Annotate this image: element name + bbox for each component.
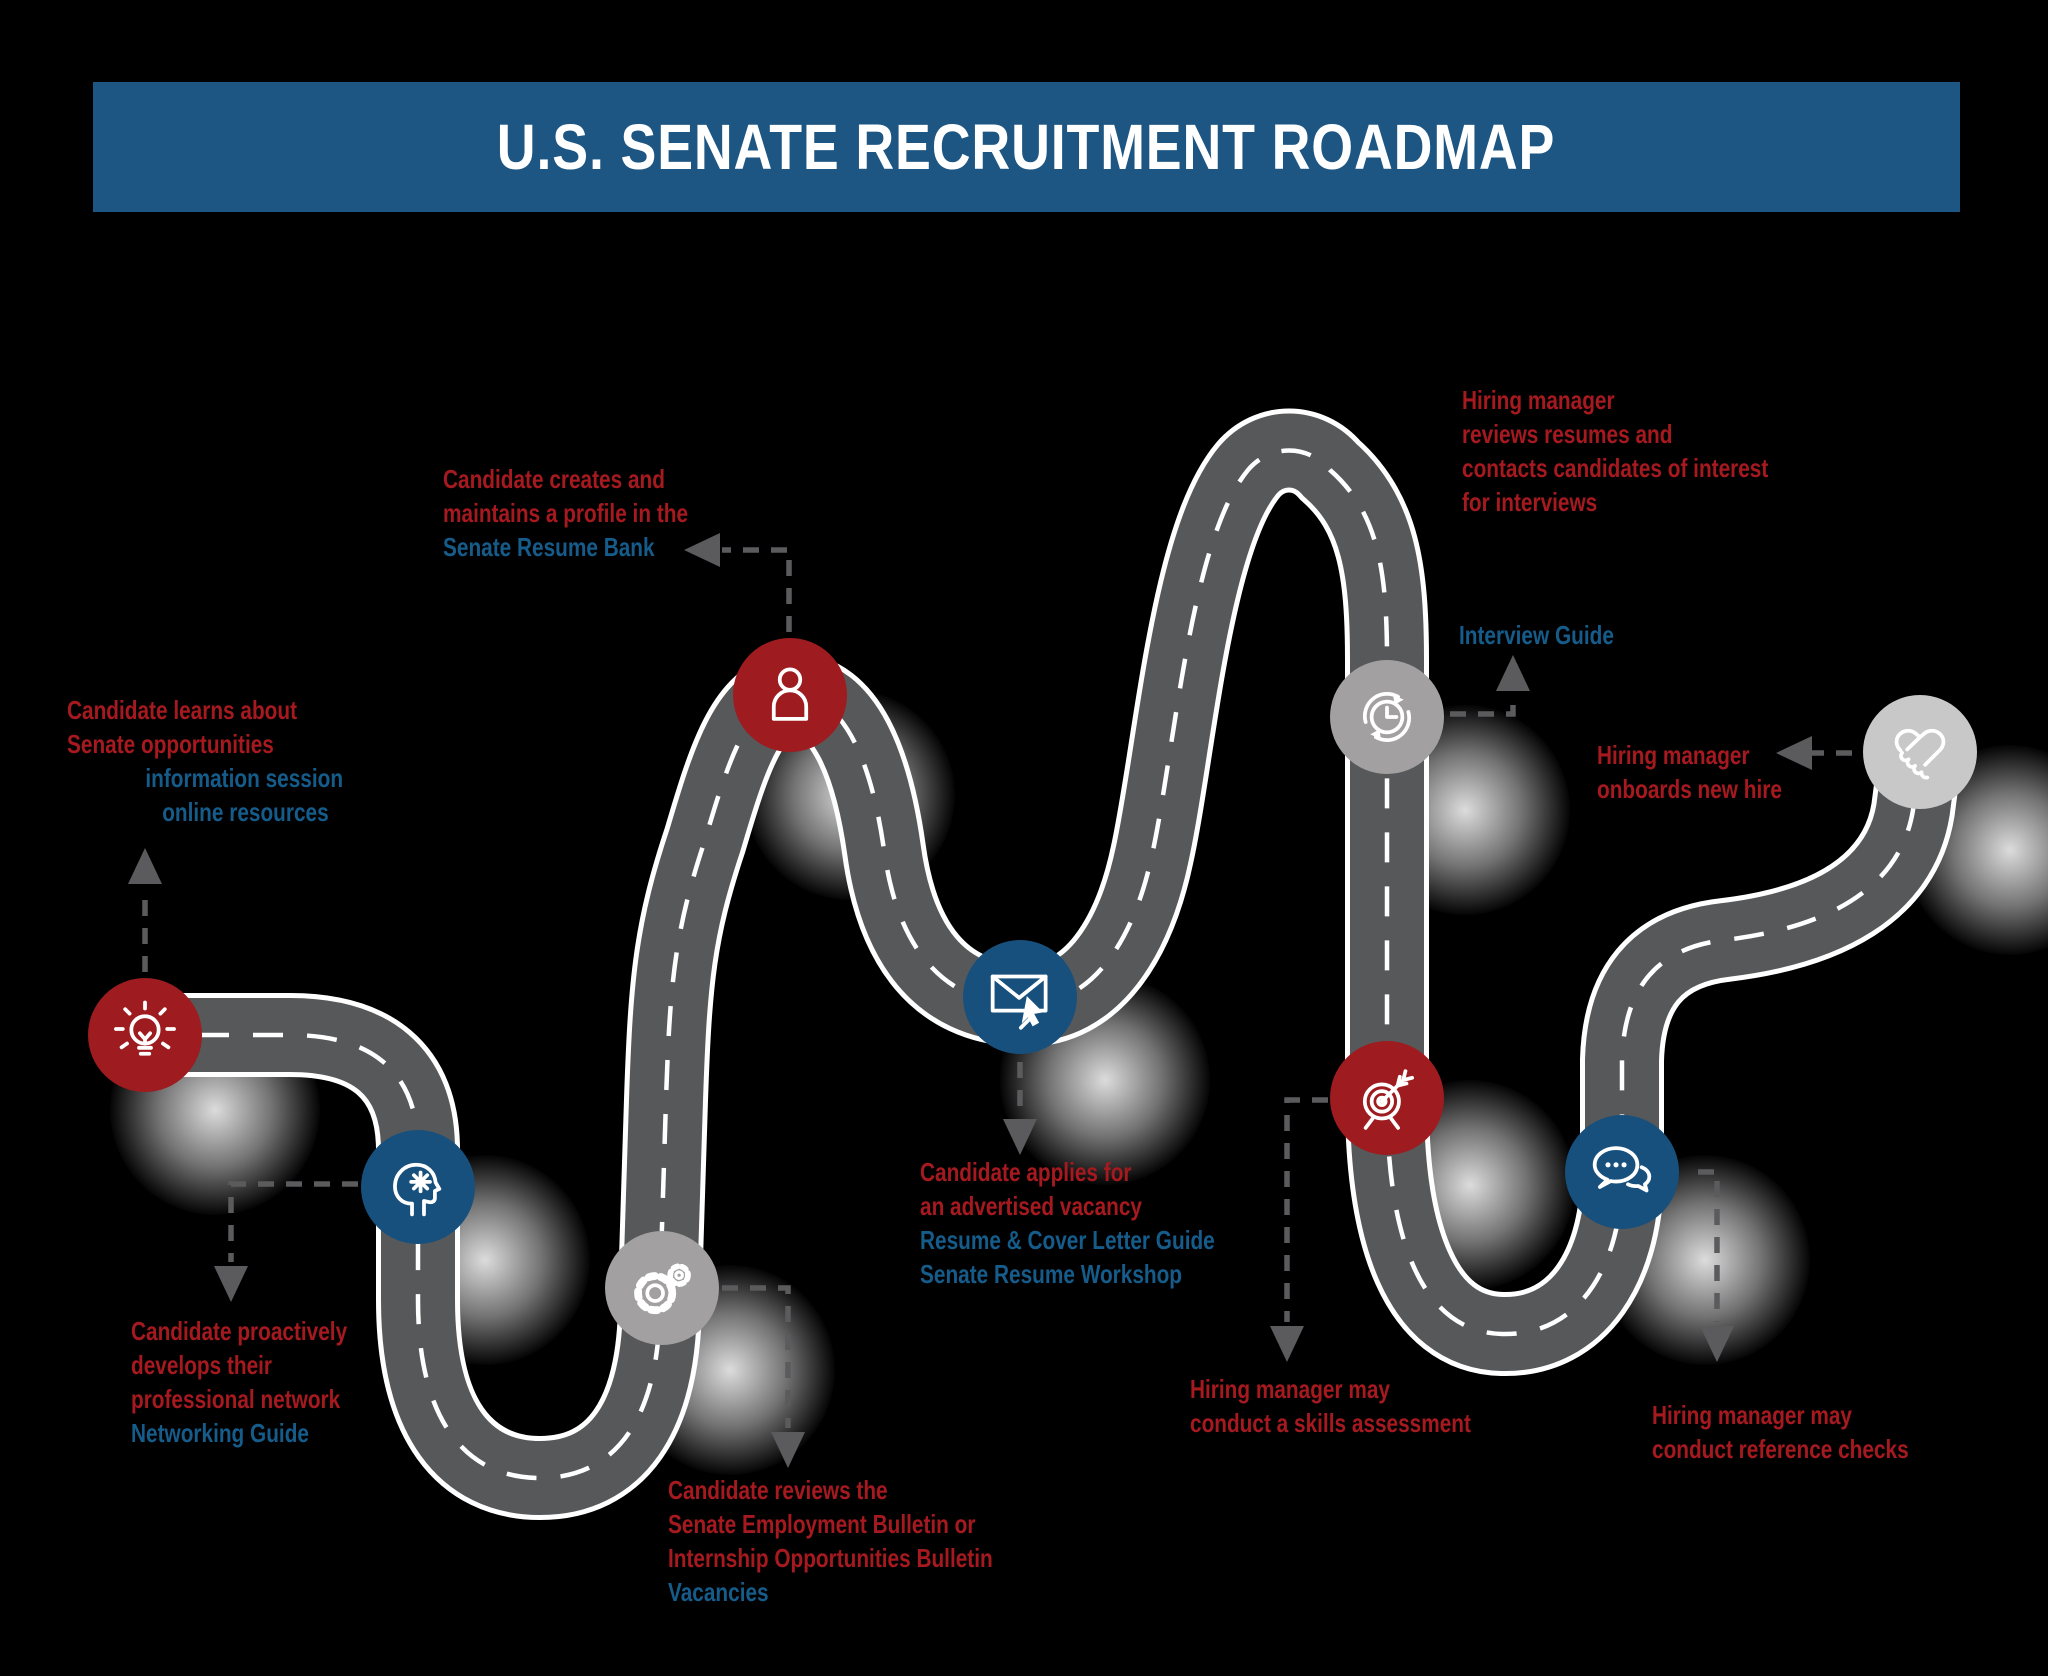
arrowhead-down — [214, 1266, 248, 1302]
annotation-skills: Hiring manager may conduct a skills asse… — [1190, 1372, 1471, 1440]
arrowhead-down — [1700, 1326, 1734, 1362]
annotation-hm-reviews: Hiring manager reviews resumes and conta… — [1462, 383, 1768, 519]
head-idea-icon — [393, 1162, 442, 1217]
connector-interview-guide — [1450, 697, 1516, 717]
step-node-2 — [361, 1130, 475, 1244]
annotation-text: conduct reference checks — [1652, 1434, 1909, 1464]
annotation-text: for interviews — [1462, 487, 1598, 517]
arrowhead-down — [1270, 1326, 1304, 1362]
annotation-bulletin: Candidate reviews the Senate Employment … — [668, 1473, 993, 1609]
annotation-text: Internship Opportunities Bulletin — [668, 1543, 993, 1573]
step-node-3 — [605, 1231, 719, 1345]
annotation-link[interactable]: online resources — [162, 797, 329, 827]
annotation-interview-guide: Interview Guide — [1459, 618, 1614, 652]
person-icon — [771, 667, 809, 721]
page-title: U.S. SENATE RECRUITMENT ROADMAP — [497, 111, 1556, 183]
annotation-text: Candidate reviews the — [668, 1475, 888, 1505]
annotation-text: Senate Employment Bulletin or — [668, 1509, 976, 1539]
annotation-profile: Candidate creates and maintains a profil… — [443, 462, 688, 564]
step-node-1 — [88, 978, 202, 1092]
step-node-6 — [1330, 660, 1444, 774]
step-node-5 — [963, 940, 1077, 1054]
connectors — [142, 547, 1852, 1428]
annotation-text: professional network — [131, 1384, 341, 1414]
road-center-line — [145, 448, 1923, 1481]
step-node-8 — [1565, 1115, 1679, 1229]
arrowhead-up — [1496, 655, 1530, 691]
chat-bubbles-icon — [1592, 1146, 1652, 1193]
clock-refresh-icon — [1362, 692, 1412, 742]
annotation-text: Candidate proactively — [131, 1316, 348, 1346]
annotation-text: Senate opportunities — [67, 729, 274, 759]
connector-bulletin — [722, 1285, 791, 1428]
connector-network — [228, 1181, 358, 1262]
annotation-applies: Candidate applies for an advertised vaca… — [920, 1155, 1215, 1291]
arrowhead-left — [684, 533, 720, 567]
annotation-text: Hiring manager may — [1190, 1374, 1390, 1404]
header-banner: U.S. SENATE RECRUITMENT ROADMAP — [93, 82, 1960, 212]
handshake-icon — [1894, 728, 1946, 780]
step-node-4 — [733, 638, 847, 752]
annotation-text: Hiring manager may — [1652, 1400, 1852, 1430]
annotation-link[interactable]: Networking Guide — [131, 1418, 309, 1448]
road — [103, 408, 1962, 1521]
annotation-text: reviews resumes and — [1462, 419, 1673, 449]
annotation-text: onboards new hire — [1597, 774, 1782, 804]
annotation-text: develops their — [131, 1350, 273, 1380]
annotation-text: Hiring manager — [1462, 385, 1615, 415]
arrowhead-down — [771, 1432, 805, 1468]
connector-arrowheads — [128, 533, 1812, 1468]
annotation-text: Candidate creates and — [443, 464, 665, 494]
connector-reference — [1698, 1169, 1720, 1322]
gears-icon — [634, 1263, 691, 1315]
annotation-network: Candidate proactively develops their pro… — [131, 1314, 347, 1450]
annotation-link[interactable]: Resume & Cover Letter Guide — [920, 1225, 1215, 1255]
lightbulb-icon — [114, 1000, 176, 1056]
annotation-reference: Hiring manager may conduct reference che… — [1652, 1398, 1909, 1466]
annotation-text: an advertised vacancy — [920, 1191, 1142, 1221]
annotation-text: maintains a profile in the — [443, 498, 689, 528]
annotation-link[interactable]: Senate Resume Workshop — [920, 1259, 1183, 1289]
annotation-learns: Candidate learns about Senate opportunit… — [67, 693, 343, 829]
arrowhead-left — [1776, 736, 1812, 770]
envelope-cursor-icon — [990, 974, 1048, 1030]
step-node-9 — [1863, 695, 1977, 809]
arrowhead-down — [1003, 1119, 1037, 1155]
annotation-link[interactable]: information session — [145, 763, 344, 793]
connector-profile — [722, 547, 792, 632]
annotation-text: Candidate applies for — [920, 1157, 1132, 1187]
annotation-text: Candidate learns about — [67, 695, 297, 725]
annotation-link[interactable]: Vacancies — [668, 1577, 769, 1607]
step-node-7 — [1330, 1041, 1444, 1155]
annotation-link[interactable]: Senate Resume Bank — [443, 532, 655, 562]
arrowhead-up — [128, 848, 162, 884]
annotation-text: contacts candidates of interest — [1462, 453, 1769, 483]
annotation-text: Hiring manager — [1597, 740, 1750, 770]
target-dart-icon — [1362, 1069, 1414, 1130]
annotation-onboards: Hiring manager onboards new hire — [1597, 738, 1782, 806]
connector-skills — [1284, 1097, 1328, 1322]
annotation-text: conduct a skills assessment — [1190, 1408, 1471, 1438]
annotation-link[interactable]: Interview Guide — [1459, 620, 1614, 650]
